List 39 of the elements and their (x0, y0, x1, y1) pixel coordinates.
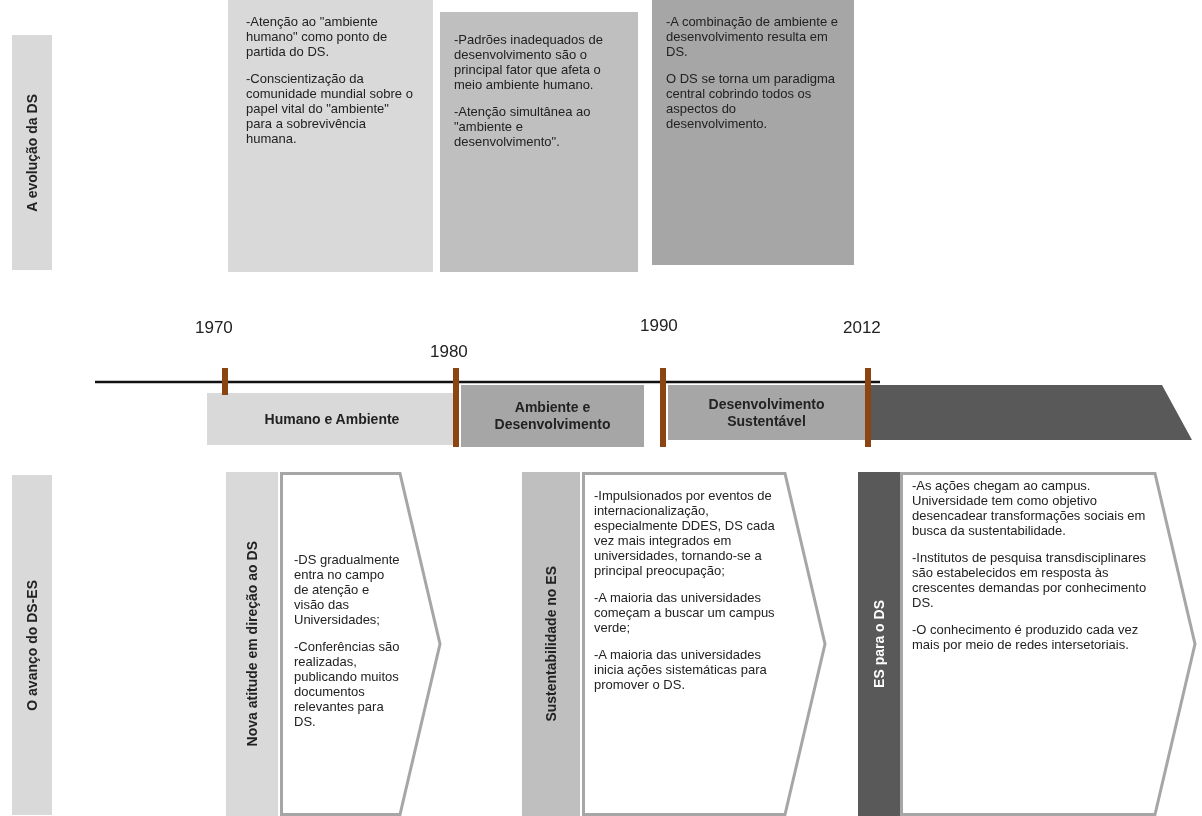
chevron-box (280, 472, 442, 816)
year-label: 1980 (430, 342, 468, 362)
period-title: Ambiente e Desenvolvimento (493, 399, 612, 433)
section-title: Nova atitude em direção ao DS (244, 541, 260, 747)
body-text: -Conscientização da comunidade mundial sobre o papel vital do "ambiente" para a sobrevivência humana. (246, 71, 414, 146)
year-label: 1990 (640, 316, 678, 336)
note-box (440, 12, 638, 272)
section-title: A evolução da DS (24, 93, 40, 212)
body-text: -A maioria das universidades inicia ações sistemáticas para promover o DS. (594, 647, 768, 692)
body-text: -As ações chegam ao campus. Universidade tem como objetivo desencadear transformações sociais em busca da sustentabilidade. (912, 478, 1147, 538)
section-band (12, 35, 52, 270)
section-title: ES para o DS (871, 600, 887, 688)
section-band (226, 472, 278, 816)
period-title: Humano e Ambiente (264, 410, 400, 428)
body-text: -O conhecimento é produzido cada vez mais por meio de redes intersetoriais. (912, 622, 1140, 652)
note-box (652, 0, 854, 265)
body-text: -A maioria das universidades começam a buscar um campus verde; (594, 590, 776, 635)
section-band (858, 472, 900, 816)
period-bar (461, 385, 644, 447)
section-band (12, 475, 52, 815)
note-box (228, 0, 433, 272)
year-label: 1970 (195, 318, 233, 338)
body-text: O DS se torna um paradigma central cobrindo todos os aspectos do desenvolvimento. (666, 71, 837, 131)
section-band (522, 472, 580, 816)
body-text: -DS gradualmente entra no campo de atenção e visão das Universidades; (294, 552, 401, 627)
body-text: -Atenção simultânea ao "ambiente e desenvolvimento". (454, 104, 592, 149)
body-text: -Impulsionados por eventos de internacionalização, especialmente DDES, DS cada vez mais integrados em universidades, tornando-se a principal preocupação; (594, 488, 776, 578)
body-text: -Atenção ao "ambiente humano" como ponto de partida do DS. (246, 14, 389, 59)
period-title: Desenvolvimento Sustentável (707, 395, 826, 430)
section-title: O avanço do DS-ES (24, 579, 40, 711)
chevron-box (582, 472, 827, 816)
period-bar (668, 385, 865, 440)
year-label: 2012 (843, 318, 881, 338)
section-title: Sustentabilidade no ES (543, 566, 559, 722)
body-text: -Institutos de pesquisa transdisciplinares são estabelecidos em resposta às crescentes demandas por conhecimento DS. (912, 550, 1147, 610)
chevron-box (900, 472, 1197, 816)
body-text: -Padrões inadequados de desenvolvimento são o principal fator que afeta o meio ambiente humano. (454, 32, 604, 92)
body-text: -Conferências são realizadas, publicando muitos documentos relevantes para DS. (294, 639, 401, 729)
body-text: -A combinação de ambiente e desenvolvimento resulta em DS. (666, 14, 839, 59)
